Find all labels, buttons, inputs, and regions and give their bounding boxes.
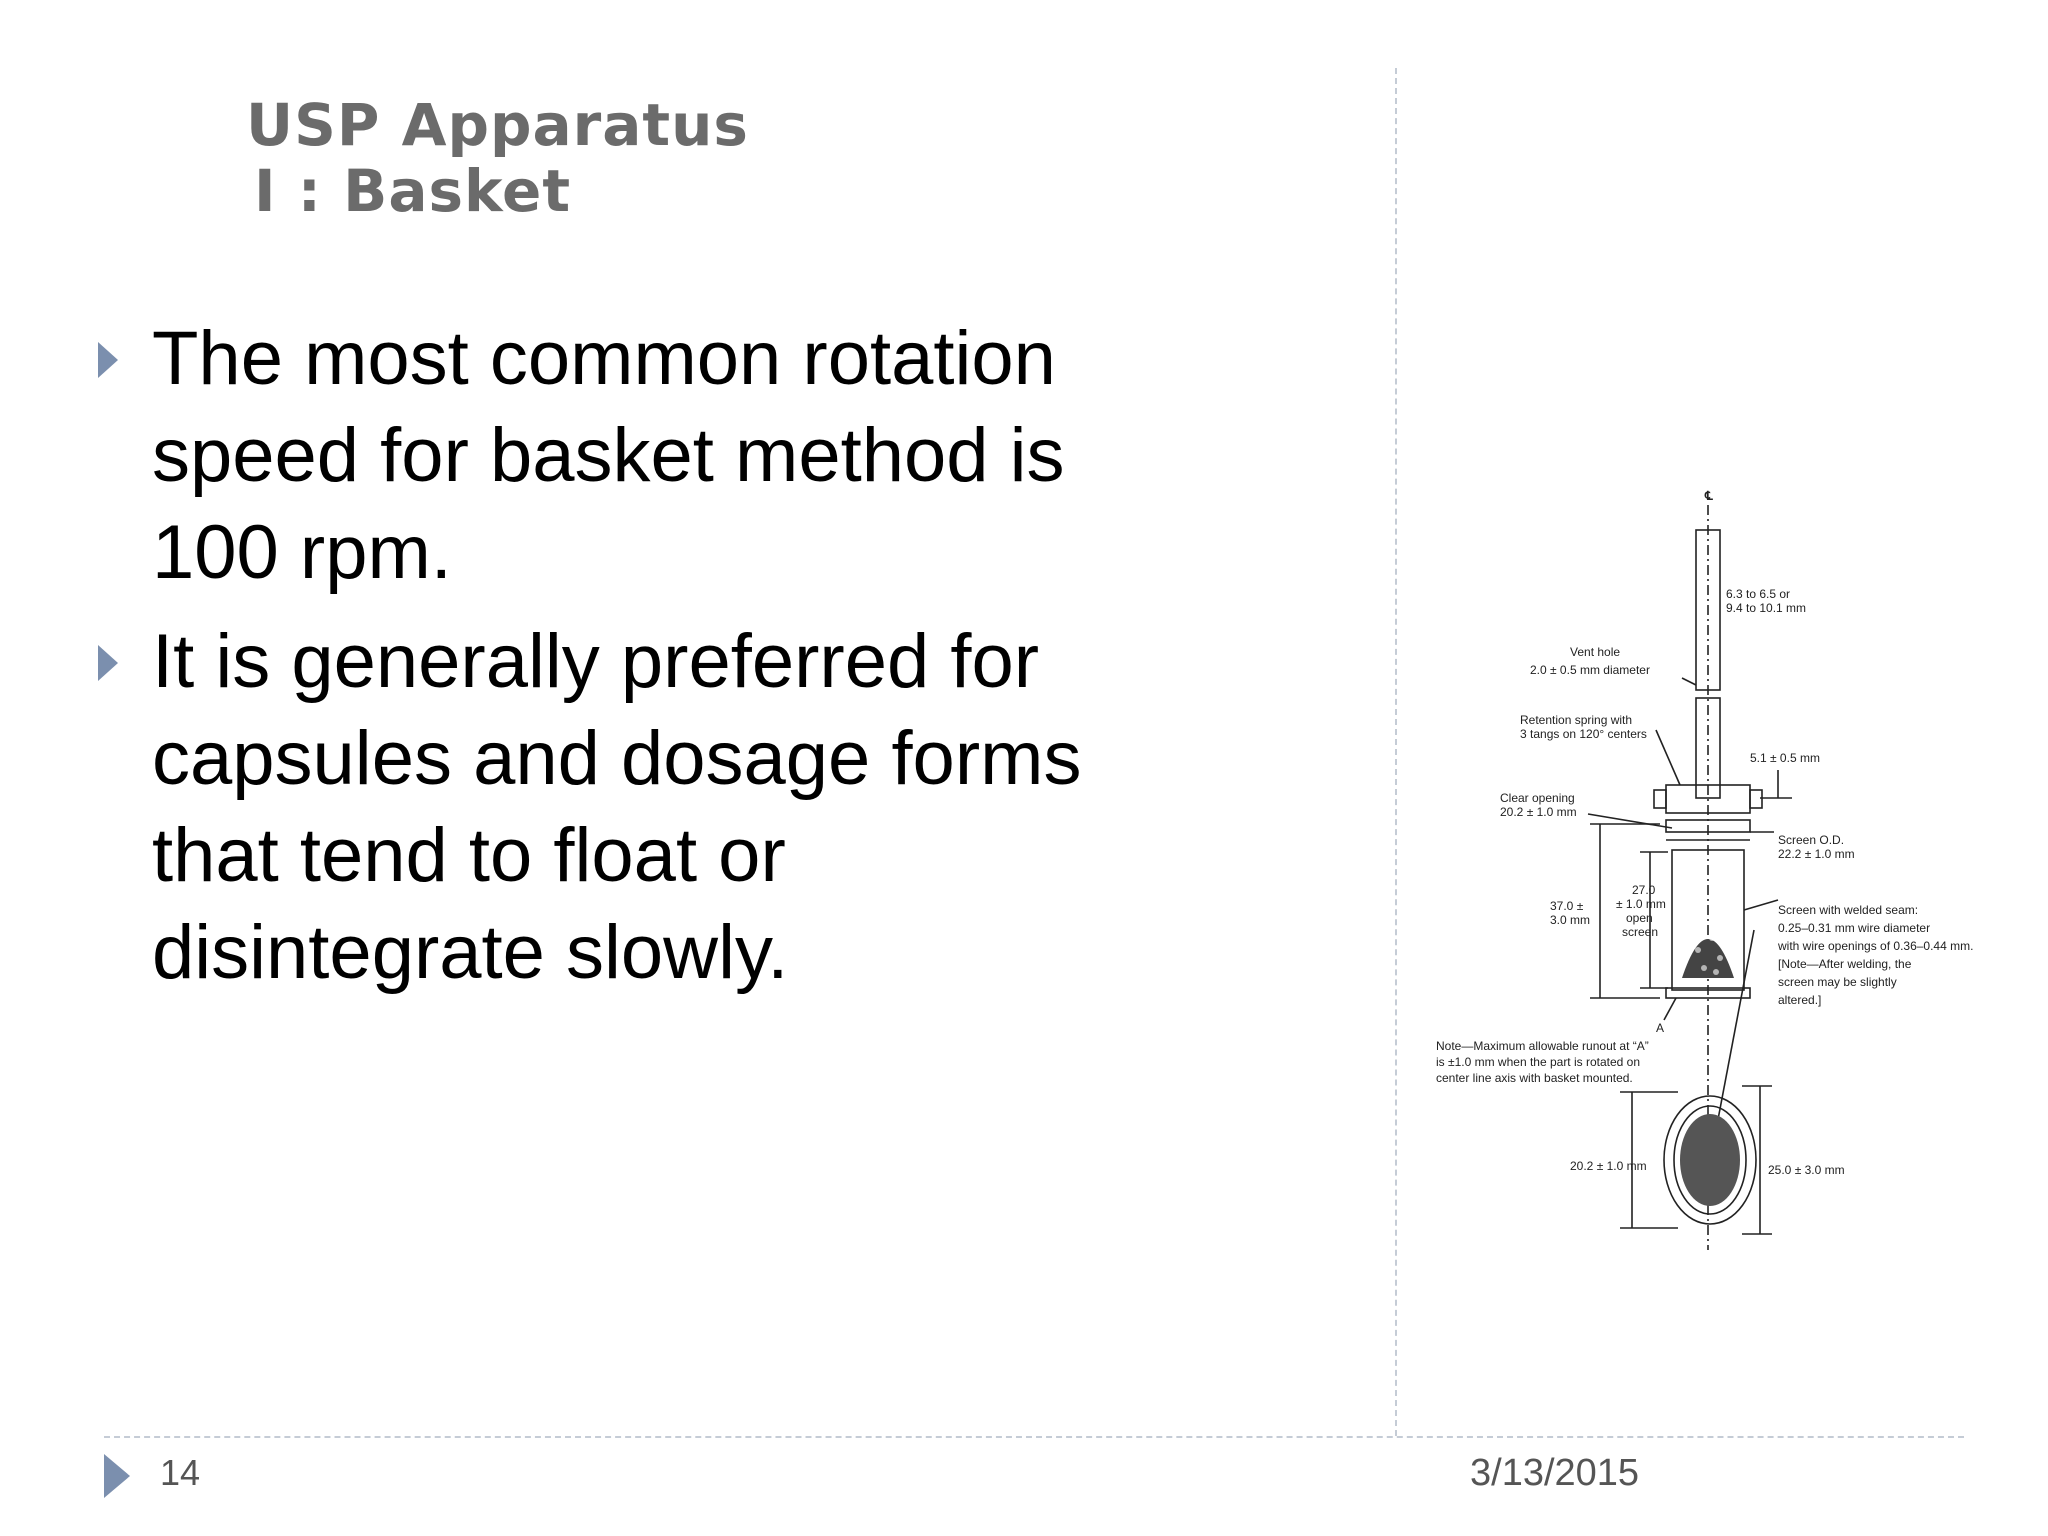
runout-note-1: Note—Maximum allowable runout at “A” — [1436, 1039, 1649, 1053]
vertical-divider — [1395, 68, 1397, 1436]
title-line-2: I : Basket — [254, 157, 572, 225]
clear-opening-label-1: Clear opening — [1500, 791, 1575, 805]
shaft-lower — [1695, 697, 1721, 799]
shaft-dim-label-2: 9.4 to 10.1 mm — [1726, 601, 1806, 615]
basket-bottom-view — [1663, 1095, 1757, 1225]
screen-seam-label-5: screen may be slightly — [1778, 975, 1897, 989]
spring-gap-label: 5.1 ± 0.5 mm — [1750, 751, 1820, 765]
slide-date: 3/13/2015 — [1470, 1452, 1640, 1494]
screen-seam-label-1: Screen with welded seam: — [1778, 903, 1918, 917]
diagram-svg: ℄ 6.3 to 6.5 or 9.4 to 10.1 mm Vent hole… — [1436, 489, 1973, 1250]
bullet-list: The most common rotation speed for baske… — [92, 310, 1192, 1013]
screen-seam-label-3: with wire openings of 0.36–0.44 mm. — [1777, 939, 1973, 953]
height-label-2: 3.0 mm — [1550, 913, 1590, 927]
open-screen-label-4: screen — [1622, 925, 1658, 939]
triangle-bullet-icon — [98, 342, 118, 378]
runout-note-2: is ±1.0 mm when the part is rotated on — [1436, 1055, 1640, 1069]
title-line-1: USP Apparatus — [246, 91, 749, 159]
bullet-item: It is generally preferred for capsules a… — [92, 613, 1192, 1001]
bottom-inner-label: 20.2 ± 1.0 mm — [1570, 1159, 1647, 1173]
basket-bottom-ring — [1665, 987, 1751, 999]
basket-screen — [1671, 849, 1745, 991]
screen-od-label-1: Screen O.D. — [1778, 833, 1844, 847]
height-label-1: 37.0 ± — [1550, 899, 1584, 913]
slide-title: USP Apparatus I : Basket — [246, 92, 749, 224]
footer-divider — [104, 1436, 1964, 1438]
bullet-text: The most common rotation speed for baske… — [152, 316, 1065, 595]
basket-top-ring — [1665, 819, 1751, 833]
screen-seam-label-6: altered.] — [1778, 993, 1821, 1007]
triangle-bullet-icon — [98, 645, 118, 681]
bullet-item: The most common rotation speed for baske… — [92, 310, 1192, 601]
shaft-dim-label-1: 6.3 to 6.5 or — [1726, 587, 1790, 601]
runout-note-3: center line axis with basket mounted. — [1436, 1071, 1633, 1085]
footer-arrow-icon — [104, 1454, 130, 1498]
retention-spring-label-1: Retention spring with — [1520, 713, 1632, 727]
screen-od-label-2: 22.2 ± 1.0 mm — [1778, 847, 1855, 861]
basket-apparatus-diagram: ℄ 6.3 to 6.5 or 9.4 to 10.1 mm Vent hole… — [1420, 480, 2000, 1260]
vent-hole-label-2: 2.0 ± 0.5 mm diameter — [1530, 663, 1650, 677]
clear-opening-label-2: 20.2 ± 1.0 mm — [1500, 805, 1577, 819]
shaft-upper — [1695, 529, 1721, 691]
bottom-outer-label: 25.0 ± 3.0 mm — [1768, 1163, 1845, 1177]
vent-hole-label-1: Vent hole — [1570, 645, 1620, 659]
screen-seam-label-2: 0.25–0.31 mm wire diameter — [1778, 921, 1930, 935]
bullet-text: It is generally preferred for capsules a… — [152, 619, 1082, 995]
page-number: 14 — [160, 1452, 201, 1493]
open-screen-label-1: 27.0 — [1632, 883, 1656, 897]
open-screen-label-3: open — [1626, 911, 1653, 925]
retention-spring-label-2: 3 tangs on 120° centers — [1520, 727, 1647, 741]
point-a-label: A — [1656, 1021, 1664, 1035]
open-screen-label-2: ± 1.0 mm — [1616, 897, 1666, 911]
screen-seam-label-4: [Note—After welding, the — [1778, 957, 1912, 971]
mesh-fill — [1682, 939, 1734, 978]
centerline-label: ℄ — [1704, 489, 1713, 503]
